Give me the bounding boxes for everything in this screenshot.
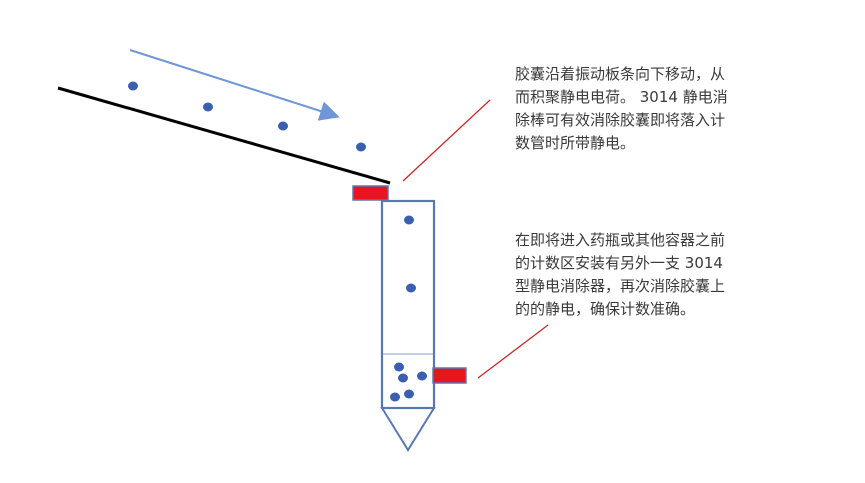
capsule: [278, 121, 288, 131]
capsule: [404, 389, 414, 399]
static-eliminator-bottom: [432, 367, 467, 384]
note-line: 型静电消除器，再次消除胶囊上: [515, 277, 726, 295]
capsule: [203, 102, 213, 112]
capsule: [390, 392, 400, 402]
capsule: [406, 283, 416, 293]
capsule: [417, 371, 427, 381]
vibrating-chute: [57, 86, 391, 185]
static-eliminator-bar-top: [352, 185, 389, 201]
capsule: [128, 81, 138, 91]
note-top: 胶囊沿着振动板条向下移动，从 而积聚静电电荷。 3014 静电消 除棒可有效消除…: [515, 63, 728, 155]
note-line: 的的静电，确保计数准确。: [515, 300, 696, 318]
note-line: 数管时所带静电。: [515, 134, 636, 152]
leader-line-bottom: [477, 324, 549, 379]
note-line: 而积聚静电电荷。 3014 静电消: [515, 88, 728, 106]
capsule: [404, 215, 414, 225]
note-line: 除棒可有效消除胶囊即将落入计: [515, 111, 726, 129]
note-line: 胶囊沿着振动板条向下移动，从: [515, 65, 726, 83]
capsule: [398, 373, 408, 383]
capsule: [394, 362, 404, 372]
note-bottom: 在即将进入药瓶或其他容器之前 的计数区安装有另外一支 3014 型静电消除器，再…: [515, 229, 725, 321]
motion-arrow: [129, 49, 340, 121]
capsule: [356, 142, 366, 152]
leader-line-top: [402, 99, 491, 182]
tube-funnel: [380, 407, 436, 452]
note-line: 在即将进入药瓶或其他容器之前: [515, 231, 726, 249]
note-line: 的计数区安装有另外一支 3014: [515, 254, 723, 272]
